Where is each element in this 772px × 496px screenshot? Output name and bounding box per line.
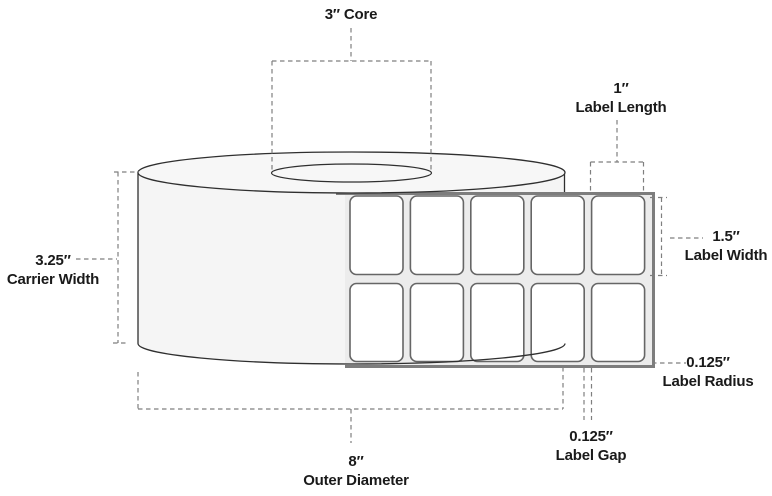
roll-outline (137, 172, 566, 344)
label-gap-caption: Label Gap (555, 447, 627, 464)
label-width-measure-lines (650, 196, 703, 277)
carrier-width-value: 3.25″ (35, 252, 71, 269)
outer-diameter-caption: Outer Diameter (303, 472, 409, 489)
label-gap-annotation: 0.125″ Label Gap (556, 427, 627, 465)
carrier-width-caption: Carrier Width (6, 271, 100, 288)
label-sticker (530, 195, 586, 276)
label-sticker (469, 195, 525, 276)
label-length-value: 1″ (613, 80, 629, 97)
label-sticker (590, 195, 646, 276)
core-annotation-text: 3″ Core (324, 6, 378, 23)
label-gap-value: 0.125″ (569, 428, 613, 445)
label-gap-measure-lines (583, 368, 593, 420)
carrier-width-annotation: 3.25″ Carrier Width (7, 251, 99, 289)
label-width-value: 1.5″ (712, 228, 740, 245)
label-sticker (409, 282, 465, 363)
label-grid (349, 195, 646, 363)
label-sticker (530, 282, 586, 363)
core-hole (270, 163, 433, 183)
label-sticker (409, 195, 465, 276)
core-measure-lines (271, 28, 432, 170)
label-length-annotation: 1″ Label Length (576, 79, 667, 117)
label-width-caption: Label Width (684, 247, 768, 264)
label-sticker (590, 282, 646, 363)
carrier-width-measure-lines (76, 171, 139, 344)
roll-bottom-curve (137, 343, 566, 365)
label-sticker (349, 282, 404, 363)
label-radius-annotation: 0.125″ Label Radius (663, 353, 754, 391)
label-length-caption: Label Length (575, 99, 667, 116)
label-length-measure-lines (589, 120, 645, 192)
label-width-annotation: 1.5″ Label Width (685, 227, 768, 265)
outer-diameter-annotation: 8″ Outer Diameter (303, 452, 409, 490)
label-radius-value: 0.125″ (686, 354, 730, 371)
label-sticker (469, 282, 525, 363)
label-sticker (349, 195, 404, 276)
outer-diameter-value: 8″ (348, 453, 364, 470)
label-radius-caption: Label Radius (662, 373, 754, 390)
outer-diameter-measure-lines (137, 367, 564, 443)
core-annotation: 3″ Core (324, 5, 378, 24)
